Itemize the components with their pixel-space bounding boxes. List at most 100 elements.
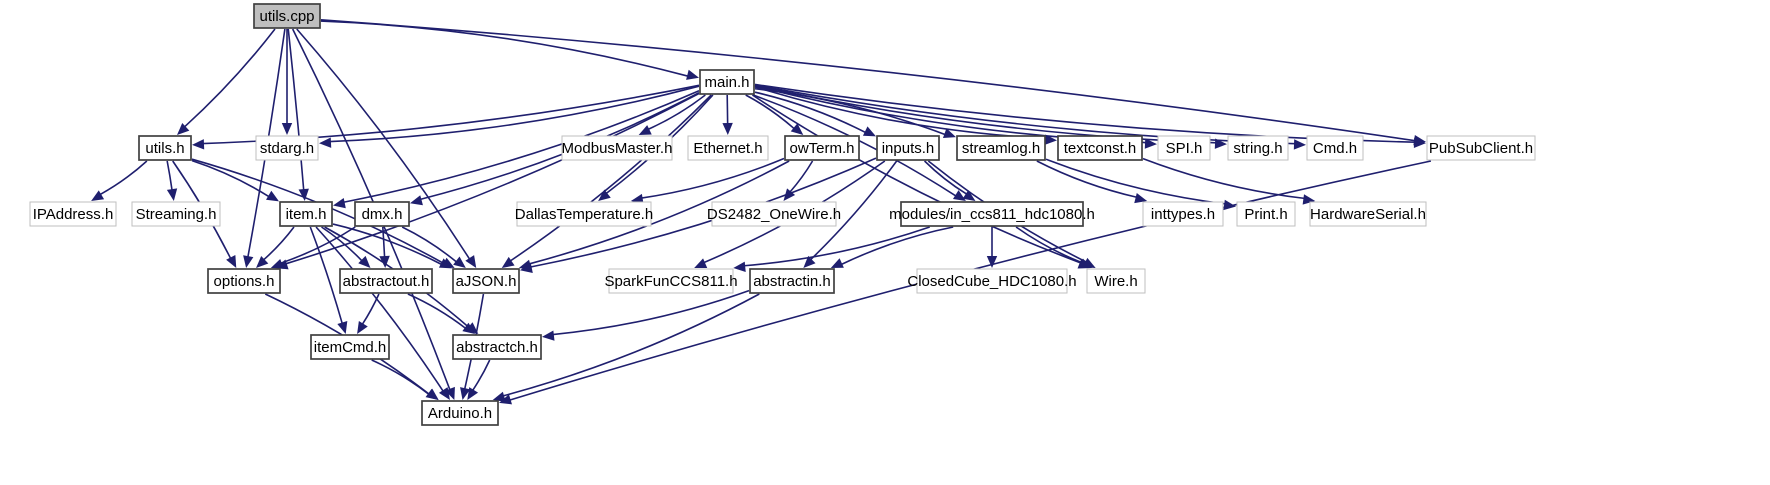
node-box-inttypes-h[interactable] — [1142, 201, 1224, 227]
node-box-options-h[interactable] — [207, 268, 281, 294]
node-string-h[interactable]: string.h — [1227, 135, 1289, 161]
node-itemcmd-h[interactable]: itemCmd.h — [310, 334, 390, 360]
node-box-itemcmd-h[interactable] — [310, 334, 390, 360]
node-box-modbusmaster[interactable] — [561, 135, 673, 161]
node-item-h[interactable]: item.h — [279, 201, 333, 227]
node-dmx-h[interactable]: dmx.h — [354, 201, 410, 227]
node-box-ethernet-h[interactable] — [687, 135, 769, 161]
node-box-owterm-h[interactable] — [784, 135, 860, 161]
edge-utils_cpp-to-pubsub_h — [320, 18, 1416, 142]
node-sparkfun-h[interactable]: SparkFunCCS811.h — [604, 268, 738, 294]
node-options-h[interactable]: options.h — [207, 268, 281, 294]
node-box-streaming-h[interactable] — [131, 201, 221, 227]
arrowhead-item_h-to-arduino_h — [438, 387, 450, 400]
node-box-hdc1080-h[interactable] — [916, 268, 1068, 294]
node-owterm-h[interactable]: owTerm.h — [784, 135, 860, 161]
edges-layer — [91, 18, 1432, 405]
arrowhead-main_h-to-cmd_h — [1293, 139, 1306, 150]
node-box-wire-h[interactable] — [1086, 268, 1146, 294]
edge-main_h-to-options_h — [285, 92, 700, 265]
node-box-abstractch-h[interactable] — [452, 334, 542, 360]
edge-item_h-to-itemcmd_h — [309, 226, 344, 324]
node-pubsub-h[interactable]: PubSubClient.h — [1426, 135, 1536, 161]
node-ipaddress-h[interactable]: IPAddress.h — [29, 201, 117, 227]
node-box-inputs-h[interactable] — [876, 135, 940, 161]
node-hwserial-h[interactable]: HardwareSerial.h — [1309, 201, 1427, 227]
arrowhead-inputs_h-to-ajson_h — [520, 262, 533, 274]
arrowhead-abstractout_h-to-abstractch_h — [462, 322, 476, 334]
node-box-dmx-h[interactable] — [354, 201, 410, 227]
node-abstractin-h[interactable]: abstractin.h — [749, 268, 835, 294]
arrowhead-item_h-to-abstractout_h — [358, 255, 371, 268]
node-box-item-h[interactable] — [279, 201, 333, 227]
node-box-streamlog-h[interactable] — [956, 135, 1046, 161]
edge-utils_cpp-to-utils_h — [183, 28, 276, 128]
arrowhead-dmx_h-to-options_h — [270, 258, 284, 269]
arrowhead-options_h-to-arduino_h — [426, 388, 439, 400]
arrowhead-dmx_h-to-abstractout_h — [379, 255, 390, 268]
node-box-textconst-h[interactable] — [1057, 135, 1143, 161]
node-utils-h[interactable]: utils.h — [138, 135, 192, 161]
edge-owterm_h-to-dallastemp_h — [641, 157, 785, 199]
node-print-h[interactable]: Print.h — [1236, 201, 1296, 227]
node-textconst-h[interactable]: textconst.h — [1057, 135, 1143, 161]
node-dallastemp-h[interactable]: DallasTemperature.h — [515, 201, 653, 227]
node-box-mod-ccs811[interactable] — [900, 201, 1084, 227]
edge-main_h-to-cmd_h — [754, 84, 1296, 145]
node-arduino-h[interactable]: Arduino.h — [421, 400, 499, 426]
node-ajson-h[interactable]: aJSON.h — [452, 268, 520, 294]
arrowhead-abstractin_h-to-arduino_h — [492, 391, 506, 402]
edge-item_h-to-options_h — [262, 226, 295, 261]
node-box-print-h[interactable] — [1236, 201, 1296, 227]
arrowhead-inputs_h-to-mod_ccs811 — [962, 190, 976, 201]
node-box-dallastemp-h[interactable] — [516, 201, 652, 227]
arrowhead-main_h-to-spi_h — [1144, 138, 1157, 149]
node-streamlog-h[interactable]: streamlog.h — [956, 135, 1046, 161]
node-box-abstractin-h[interactable] — [749, 268, 835, 294]
arrowhead-mod_ccs811-to-sparkfun_h — [733, 261, 746, 273]
arrowhead-utils_cpp-to-options_h — [243, 255, 254, 268]
edge-mod_ccs811-to-wire_h — [1015, 226, 1083, 264]
node-streaming-h[interactable]: Streaming.h — [131, 201, 221, 227]
arrowhead-main_h-to-textconst_h — [1044, 134, 1057, 145]
node-mod-ccs811[interactable]: modules/in_ccs811_hdc1080.h — [889, 201, 1095, 227]
arrowhead-main_h-to-dallastemp_h — [598, 189, 611, 201]
arrowhead-dmx_h-to-ajson_h — [453, 256, 466, 268]
node-modbusmaster[interactable]: ModbusMaster.h — [561, 135, 673, 161]
node-box-cmd-h[interactable] — [1306, 135, 1364, 161]
node-inttypes-h[interactable]: inttypes.h — [1142, 201, 1224, 227]
node-box-string-h[interactable] — [1227, 135, 1289, 161]
node-box-pubsub-h[interactable] — [1426, 135, 1536, 161]
arrowhead-main_h-to-owterm_h — [790, 123, 804, 135]
node-abstractch-h[interactable]: abstractch.h — [452, 334, 542, 360]
node-box-abstractout-h[interactable] — [339, 268, 433, 294]
arrowhead-owterm_h-to-ds2482_h — [783, 188, 796, 201]
node-box-hwserial-h[interactable] — [1309, 201, 1427, 227]
node-main-h[interactable]: main.h — [699, 69, 755, 95]
node-box-utils-h[interactable] — [138, 135, 192, 161]
node-wire-h[interactable]: Wire.h — [1086, 268, 1146, 294]
node-hdc1080-h[interactable]: ClosedCube_HDC1080.h — [907, 268, 1077, 294]
arrowhead-main_h-to-dmx_h — [410, 195, 423, 206]
node-ds2482-h[interactable]: DS2482_OneWire.h — [707, 201, 841, 227]
node-cmd-h[interactable]: Cmd.h — [1306, 135, 1364, 161]
node-box-ajson-h[interactable] — [452, 268, 520, 294]
node-box-arduino-h[interactable] — [421, 400, 499, 426]
node-utils-cpp[interactable]: utils.cpp — [253, 3, 321, 29]
edge-utils_h-to-ipaddress_h — [99, 160, 148, 196]
node-box-ipaddress-h[interactable] — [29, 201, 117, 227]
node-inputs-h[interactable]: inputs.h — [876, 135, 940, 161]
node-box-main-h[interactable] — [699, 69, 755, 95]
edge-inputs_h-to-abstractin_h — [810, 160, 898, 261]
node-box-ds2482-h[interactable] — [711, 201, 837, 227]
node-stdarg-h[interactable]: stdarg.h — [255, 135, 319, 161]
node-spi-h[interactable]: SPI.h — [1157, 135, 1211, 161]
node-box-spi-h[interactable] — [1157, 135, 1211, 161]
node-box-sparkfun-h[interactable] — [608, 268, 734, 294]
node-box-utils-cpp[interactable] — [253, 3, 321, 29]
edge-streamlog_h-to-inttypes_h — [1036, 160, 1137, 199]
node-box-stdarg-h[interactable] — [255, 135, 319, 161]
node-abstractout-h[interactable]: abstractout.h — [339, 268, 433, 294]
node-ethernet-h[interactable]: Ethernet.h — [687, 135, 769, 161]
arrowhead-utils_cpp-to-main_h — [686, 69, 699, 80]
